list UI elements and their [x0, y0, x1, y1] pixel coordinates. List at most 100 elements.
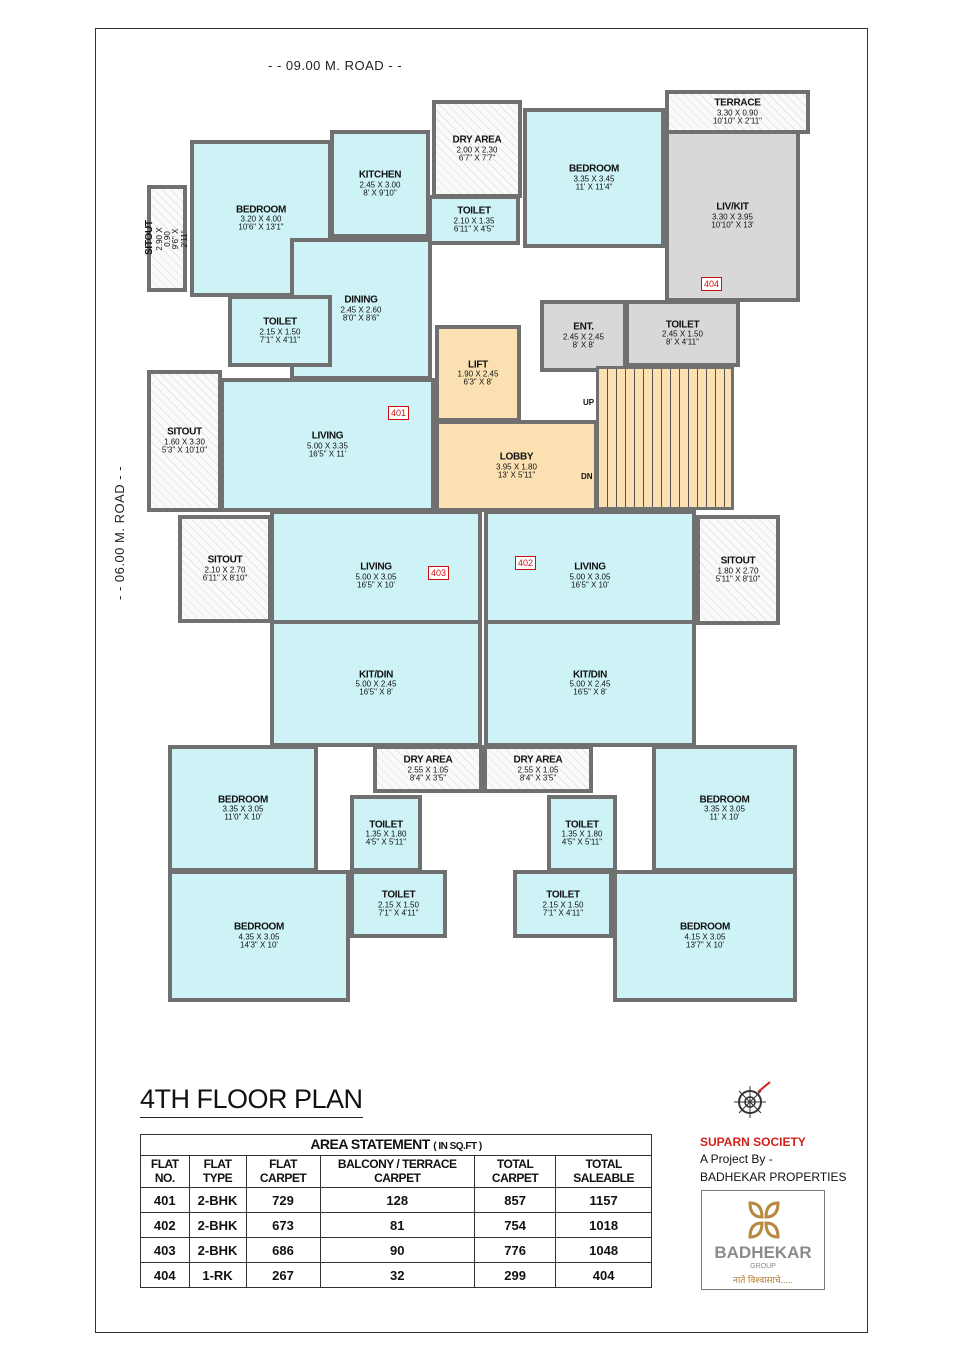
room-imperial: 8' X 8' — [572, 340, 595, 350]
room-name: TOILET — [565, 818, 599, 830]
flat-badge-401: 401 — [388, 406, 410, 420]
table-cell: 2-BHK — [188, 1187, 247, 1213]
table-cell: 299 — [473, 1262, 557, 1288]
room-name: LIV/KIT — [716, 201, 749, 213]
plan-title: 4TH FLOOR PLAN — [140, 1084, 363, 1118]
table-cell: 673 — [245, 1212, 321, 1238]
room-metric: 2.45 X 2.45 — [563, 331, 604, 341]
room-name: BEDROOM — [233, 921, 285, 933]
room-metric: 2.15 X 1.50 — [259, 326, 301, 336]
room-metric: 3.35 X 3.05 — [704, 804, 745, 814]
north-compass-icon — [734, 1081, 771, 1118]
room-name: KIT/DIN — [358, 668, 393, 680]
room-name: LOBBY — [499, 451, 534, 463]
room-imperial: 4'5" X 5'11" — [365, 837, 407, 847]
room-imperial: 7'1" X 4'11" — [378, 908, 419, 918]
room-metric: 2.00 X 2.30 — [456, 144, 498, 154]
room-name: SITOUT — [167, 426, 202, 438]
room-metric: 4.35 X 3.05 — [238, 931, 280, 941]
room-metric: 3.20 X 4.00 — [240, 214, 282, 224]
table-header-row: FLAT NO. FLAT TYPE FLAT CARPET BALCONY /… — [140, 1155, 652, 1188]
room-metric: 2.15 X 1.50 — [378, 899, 419, 909]
room-metric: 5.00 X 3.05 — [355, 571, 397, 581]
room-imperial: 9'6" X 2'11" — [171, 228, 189, 249]
table-cell: 32 — [319, 1262, 475, 1288]
table-cell: 403 — [140, 1237, 190, 1263]
room-metric: 3.30 X 0.90 — [717, 107, 758, 117]
area-statement-table: AREA STATEMENT ( IN SQ.FT ) FLAT NO. FLA… — [140, 1134, 652, 1288]
room-name: BEDROOM — [217, 793, 269, 805]
room-name: BEDROOM — [568, 163, 620, 175]
table-cell: 402 — [140, 1212, 190, 1238]
room-imperial: 7'1" X 4'11" — [259, 335, 301, 345]
room-name: SITOUT — [207, 554, 243, 566]
table-cell: 754 — [473, 1212, 557, 1238]
room-imperial: 11' X 10' — [709, 812, 740, 822]
room-imperial: 8'0" X 8'6" — [342, 313, 380, 323]
room-name: TOILET — [381, 889, 416, 901]
developer-name: BADHEKAR PROPERTIES — [700, 1169, 847, 1184]
north-road-label: - - 09.00 M. ROAD - - — [268, 58, 403, 73]
room-metric: 3.35 X 3.05 — [222, 804, 264, 814]
table-cell: 128 — [319, 1187, 475, 1213]
table-cell: 686 — [245, 1237, 321, 1263]
room-imperial: 6'11" X 4'5" — [453, 224, 495, 234]
room-imperial: 5'11" X 8'10" — [715, 574, 761, 584]
room-name: KITCHEN — [358, 169, 402, 181]
stair-up-label: UP — [583, 398, 595, 407]
room-metric: 1.80 X 2.70 — [717, 565, 759, 575]
room-name: SITOUT — [720, 555, 756, 567]
col-header: TOTAL SALEABLE — [555, 1155, 652, 1188]
room-name: TOILET — [369, 818, 403, 830]
area-statement-title: AREA STATEMENT ( IN SQ.FT ) — [140, 1134, 652, 1156]
project-info: SUPARN SOCIETY A Project By - BADHEKAR P… — [700, 1134, 846, 1186]
room-imperial: 8' X 4'11" — [666, 337, 699, 347]
room-imperial: 7'1" X 4'11" — [542, 908, 584, 918]
room-name: TERRACE — [714, 97, 761, 109]
col-header: FLAT TYPE — [188, 1155, 247, 1188]
room-imperial: 16'5" X 10' — [571, 580, 609, 590]
room-imperial: 11'0" X 10' — [224, 812, 262, 822]
room-name: BEDROOM — [235, 203, 287, 215]
room-metric: 2.55 X 1.05 — [407, 764, 449, 774]
room-metric: 2.55 X 1.05 — [517, 764, 559, 774]
project-by: A Project By - — [700, 1152, 773, 1167]
room-metric: 2.15 X 1.50 — [542, 899, 584, 909]
table-cell: 776 — [473, 1237, 557, 1263]
room-name: TOILET — [457, 205, 491, 217]
room-metric: 2.10 X 2.70 — [204, 564, 246, 574]
